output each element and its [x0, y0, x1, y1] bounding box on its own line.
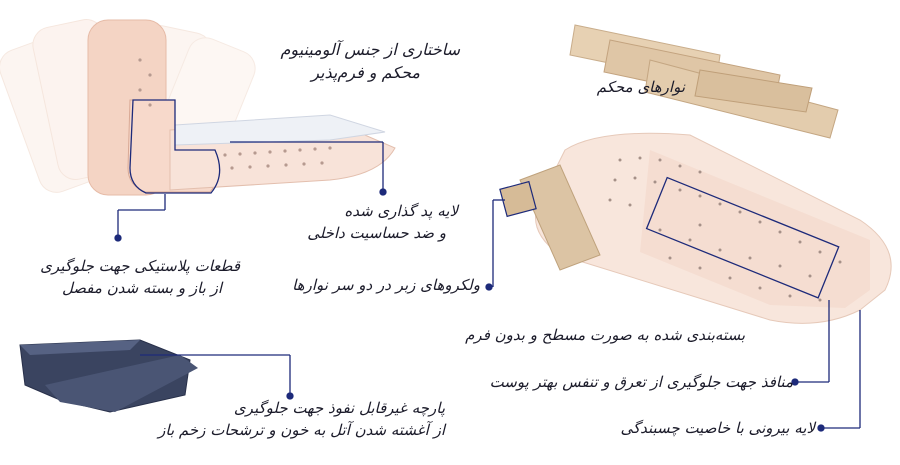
label-fabric-line2: از آغشته شدن آتل به خون و ترشحات زخم باز [158, 420, 445, 439]
label-fabric: پارچه غیرقابل نفوذ جهت جلوگیری از آغشته … [158, 398, 445, 442]
label-padded-line1: لایه پد گذاری شده [344, 202, 458, 220]
label-aluminum-line2: محکم و فرم‌پذیر [311, 63, 420, 83]
label-straps: نوارهای محکم [597, 77, 685, 99]
label-outer-text: لایه بیرونی با خاصیت چسبندگی [620, 419, 815, 437]
label-packaging: بسته‌بندی شده به صورت مسطح و بدون فرم [465, 325, 745, 347]
label-plastic: قطعات پلاستیکی جهت جلوگیری از باز و بسته… [40, 256, 240, 300]
label-pores: منافذ جهت جلوگیری از تعرق و تنفس بهتر پو… [490, 372, 793, 394]
label-plastic-line2: از باز و بسته شدن مفصل [61, 278, 222, 297]
straps-image [569, 24, 839, 139]
label-straps-text: نوارهای محکم [596, 78, 685, 96]
splint-bent [87, 19, 396, 196]
label-padded: لایه پد گذاری شده و ضد حساسیت داخلی [307, 201, 458, 245]
splint-flat [499, 132, 892, 324]
label-aluminum: ساختاری از جنس آلومینیوم محکم و فرم‌پذیر [281, 38, 460, 84]
label-plastic-line1: قطعات پلاستیکی جهت جلوگیری [40, 257, 240, 275]
label-outer: لایه بیرونی با خاصیت چسبندگی [620, 418, 815, 440]
label-padded-line2: و ضد حساسیت داخلی [307, 223, 446, 242]
label-fabric-line1: پارچه غیرقابل نفوذ جهت جلوگیری [233, 399, 445, 417]
label-aluminum-line1: ساختاری از جنس آلومینیوم [280, 40, 460, 59]
label-pores-text: منافذ جهت جلوگیری از تعرق و تنفس بهتر پو… [489, 373, 793, 391]
label-velcro: ولکروهای زبر در دو سر نوارها [292, 275, 480, 297]
leader-lines [114, 141, 861, 432]
label-velcro-text: ولکروهای زبر در دو سر نوارها [292, 276, 480, 294]
label-packaging-text: بسته‌بندی شده به صورت مسطح و بدون فرم [465, 326, 745, 344]
fabric-image [19, 339, 198, 413]
